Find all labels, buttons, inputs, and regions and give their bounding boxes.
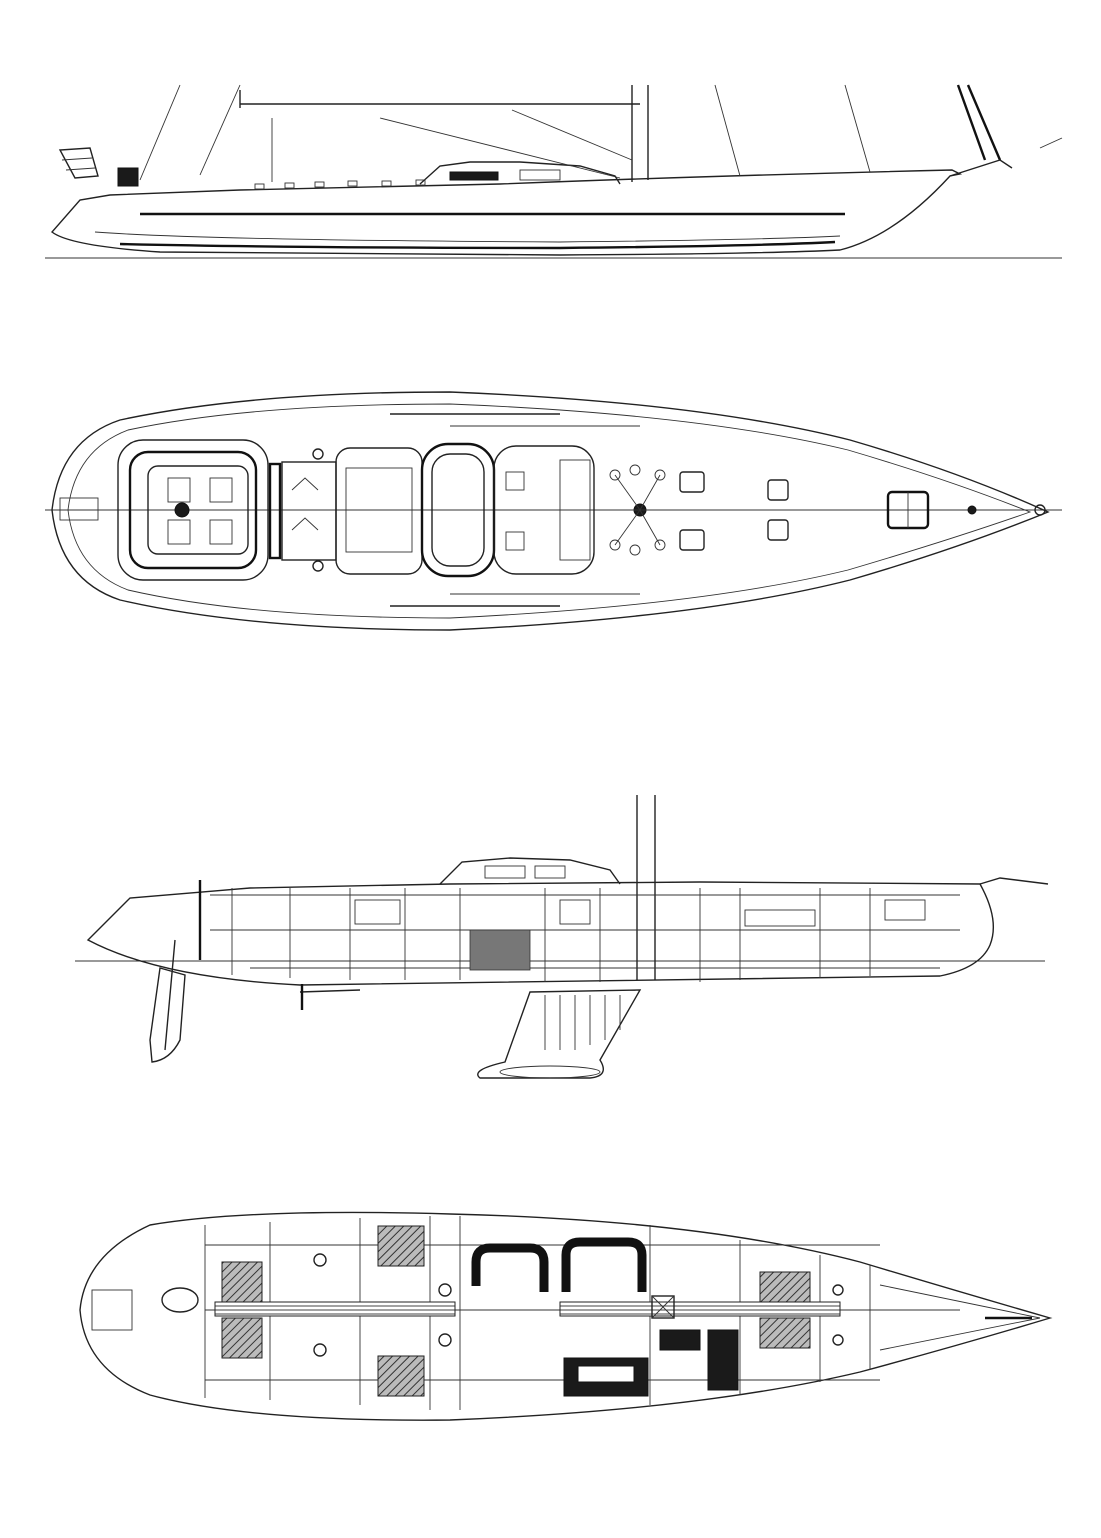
saloon-settee-stbd (561, 1237, 647, 1292)
accommodation-outline (79, 1211, 1053, 1421)
engine-block (469, 929, 531, 971)
aft-helm-station (161, 1287, 199, 1313)
inboard-profile-view (75, 795, 1049, 1079)
boot-top (94, 231, 841, 243)
aft-cockpit (117, 439, 269, 581)
deck-plan-view (45, 391, 1062, 631)
corridor-sole (214, 1301, 456, 1317)
saloon-settee-port (471, 1243, 549, 1292)
mid-cockpit (281, 461, 337, 561)
forestay (844, 84, 871, 173)
deckhouse-roof (335, 447, 423, 575)
nav-station (659, 1329, 701, 1351)
deckhouse (419, 161, 621, 185)
lazarette (91, 1289, 133, 1331)
inboard-hull (86, 881, 995, 986)
deckhouse-windows (449, 171, 499, 181)
mainsheet-line (379, 117, 621, 179)
rudder (149, 967, 186, 1063)
keel-fin (477, 989, 642, 1079)
inboard-deckhouse (439, 857, 621, 885)
anchor-windlass (967, 505, 977, 515)
backstay-2 (199, 84, 241, 176)
helm-wheel (174, 502, 190, 518)
accommodation-plan-view (79, 1211, 1053, 1421)
inner-forestay (966, 84, 1002, 161)
deck-outline (51, 391, 1050, 631)
deckhouse-window-fwd (519, 169, 561, 181)
inboard-bowsprit (979, 877, 1049, 885)
keel-bolts (544, 995, 621, 1050)
shroud (714, 84, 741, 177)
deck-hatches (679, 471, 930, 551)
hull-profile (50, 169, 963, 256)
mast-winch-cluster (609, 464, 666, 556)
backstay (139, 84, 181, 181)
berths (221, 1225, 811, 1397)
propeller-shaft (299, 989, 361, 993)
headstay (956, 84, 987, 161)
companionway (651, 1295, 675, 1319)
bowsprit (949, 159, 1013, 177)
interior-compartments (210, 888, 960, 982)
sail-profile-view (45, 84, 1063, 259)
transom-hatch (59, 497, 99, 521)
boot-stripe (119, 240, 836, 250)
forward-deckhouse (493, 445, 595, 575)
stern-pulpit (117, 167, 139, 187)
ensign-flag (58, 147, 99, 179)
heads (313, 1253, 844, 1357)
portholes (254, 179, 426, 190)
